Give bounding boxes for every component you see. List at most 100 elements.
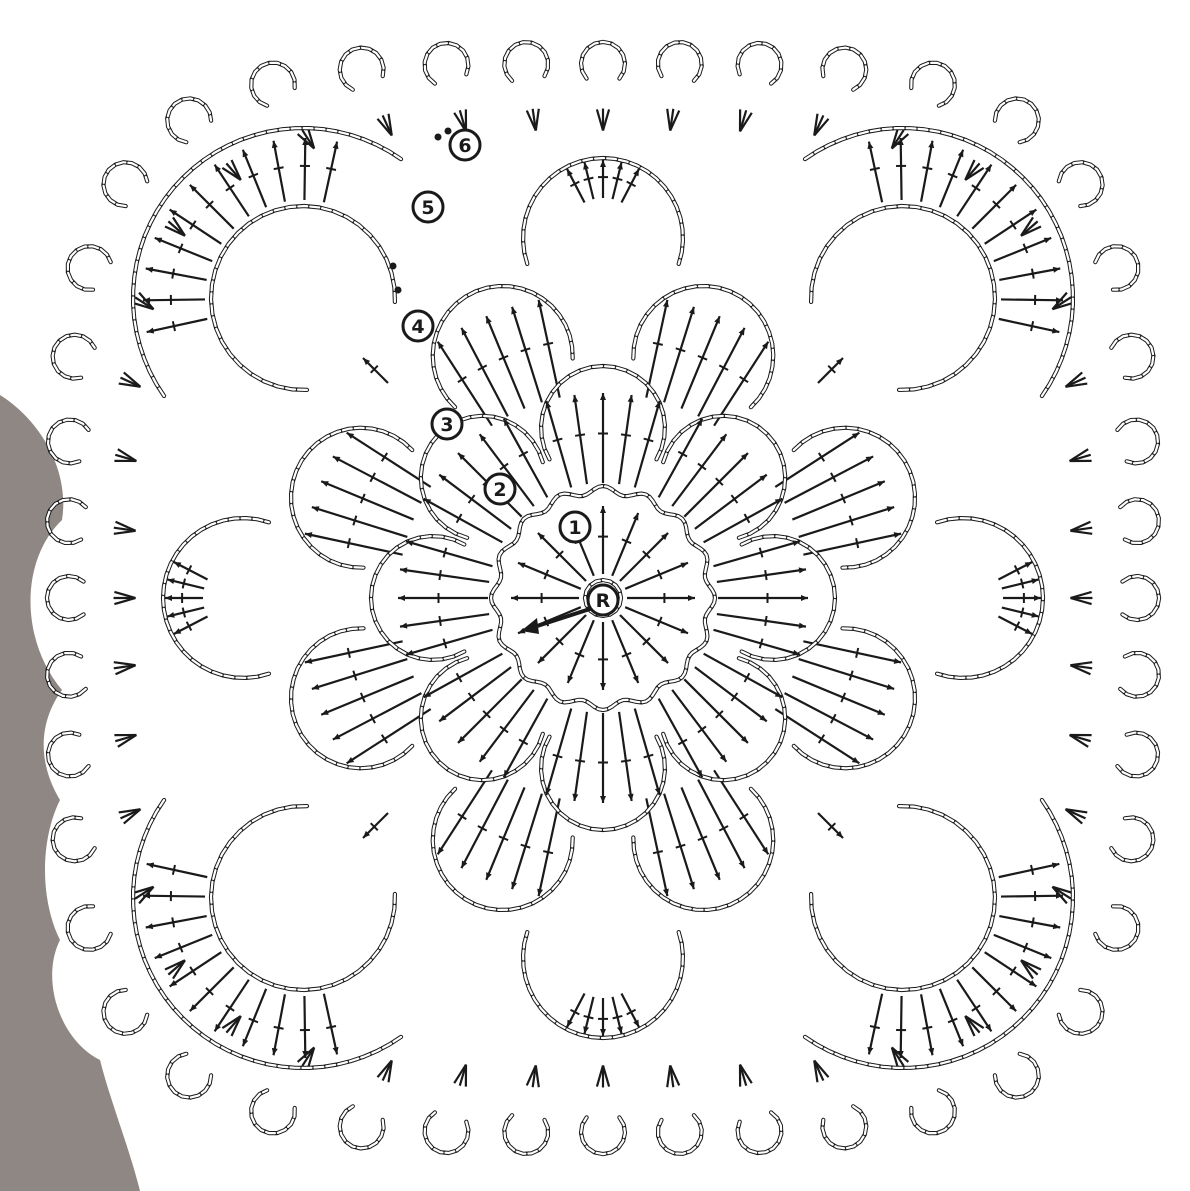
round-3-stitch [333,456,422,502]
round-3-stitch [775,433,859,487]
round-marker-label: 4 [411,316,424,338]
round-marker-label: 5 [421,197,434,219]
round-1-stitch [598,506,608,574]
round-2-stitch [684,679,748,743]
round-4-side-stitch [613,162,623,199]
round-4-tie-stitch [818,813,843,838]
round-4-side-stitch [174,616,208,634]
round-5-fan-stitch [155,238,212,261]
round-5-fan-chain [805,800,1073,1068]
round-3-petal [794,428,915,568]
round-5-fan-chain [805,128,1073,396]
round-6-picot [822,48,866,90]
round-2-stitch [406,540,492,566]
round-marker-label: 3 [440,414,453,436]
round-1-stitch [511,593,579,603]
start-dot [435,134,442,141]
start-dot [445,128,452,135]
round-6-picot [68,246,111,289]
round-5-fan-stitch [215,980,249,1032]
round-2-stitch [695,667,767,721]
round-6-picot [103,162,147,206]
round-3-stitch [537,798,560,896]
round-5-fan-stitch [190,185,234,229]
round-marker-2: 2 [485,474,515,504]
round-2-stitch [480,690,534,762]
round-6-picot [995,1054,1039,1098]
round-2-stitch [717,567,806,582]
round-6-picot [251,63,294,106]
fabric-swatch [0,395,140,1191]
round-5-fan-stitch [143,891,205,901]
round-5-fan-stitch [957,165,991,217]
round-5-fan-stitch [147,319,208,334]
round-5-fan-stitch [940,989,963,1046]
round-3-stitch [785,456,874,502]
round-6-picot [48,733,89,777]
round-2-stitch [635,709,661,795]
round-5-fan-stitch [972,967,1016,1011]
round-6-stitch [114,662,136,665]
round-1-stitch [627,593,695,603]
round-2-stitch [672,434,726,506]
round-2-stitch [619,395,634,484]
round-6-stitch [1070,531,1092,534]
round-marker-R: R [588,585,618,615]
round-6-picot [581,1117,625,1154]
round-5-fan-stitch [985,210,1037,244]
round-5-fan-stitch [324,994,339,1055]
round-6-picot [1095,906,1138,949]
round-5-fan-stitch [215,165,249,217]
round-6-picot [425,43,469,84]
round-2-stitch [398,593,488,603]
round-6-picot [167,98,211,142]
round-5-fan-stitch [146,916,207,929]
round-6-picot [425,1112,469,1153]
round-3-stitch [803,641,901,664]
round-4-side-stitch [174,562,208,580]
round-5-fan-stitch [994,238,1051,261]
round-marker-label: 1 [568,517,581,539]
fabric-background [0,395,140,1191]
round-3-petal [291,628,412,768]
round-4-side-stitch [613,997,623,1034]
round-4-side-stitch [567,169,585,203]
round-5-fan-stitch [921,141,934,202]
round-5-fan-stitch [1001,891,1063,901]
round-6-picot [738,43,782,84]
round-5-fan-stitch [999,916,1060,929]
round-6-picot [1122,576,1159,620]
round-2-stitch [635,401,661,487]
round-3-stitch [698,328,744,417]
round-marker-label: 2 [493,479,506,501]
round-4-side-stitch [167,608,204,618]
round-4-side-stitch [998,616,1032,634]
round-3-stitch [461,328,507,417]
round-6-picot [53,335,95,379]
round-3-petal [794,628,915,768]
round-4-side-stitch [1002,578,1039,588]
round-5-fan-stitch [985,952,1037,986]
round-5-fan-stitch [940,150,963,207]
round-4-side-stitch [583,162,593,199]
round-6-picot [1120,499,1159,543]
round-6-picot [911,1090,954,1133]
round-5-fan-stitch [300,996,310,1058]
round-6-stitch [536,109,539,131]
round-5-fan-stitch [300,138,310,200]
round-6-picot [340,1106,384,1148]
round-3-stitch [775,709,859,763]
round-2-stitch [684,453,748,517]
round-2-stitch [400,614,489,629]
round-2-stitch [714,630,800,656]
round-2-stitch [545,401,571,487]
round-4-side-stitch [998,562,1032,580]
round-6-picot [53,817,95,861]
round-2-stitch [672,690,726,762]
round-3-petal [291,428,412,568]
round-3-stitch [714,770,768,854]
round-5-fan-stitch [999,862,1060,877]
round-2-stitch [572,395,587,484]
round-6-picot [1059,990,1103,1034]
